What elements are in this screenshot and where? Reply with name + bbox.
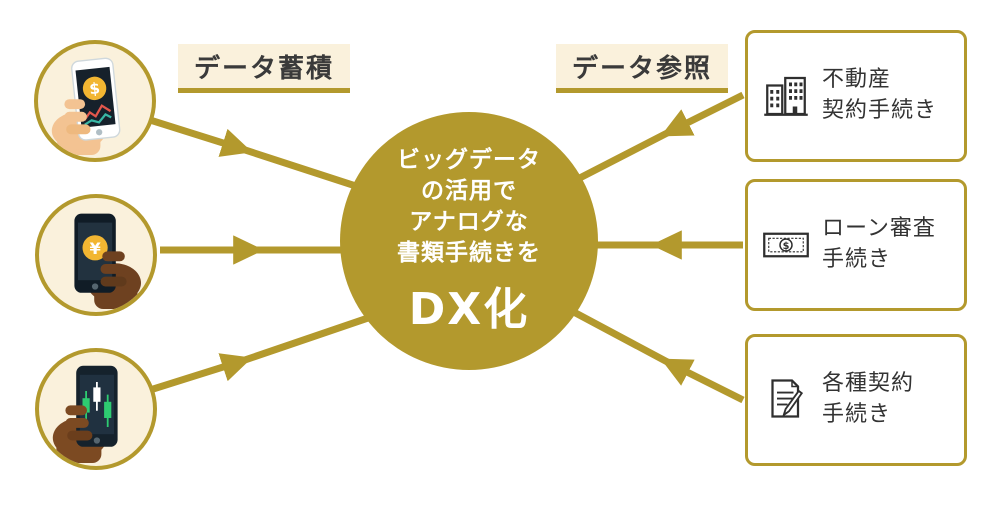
contract-pen-icon — [771, 379, 804, 418]
source-phone-yen: ¥ — [35, 194, 157, 316]
center-text-line: アナログな — [409, 209, 529, 235]
target-contracts-box: 各種契約 手続き — [745, 334, 967, 466]
center-text-line: 書類手続きを — [397, 240, 541, 267]
center-dx-circle: ビッグデータ の活用で アナログな 書類手続きを DX化 — [340, 112, 598, 370]
target-text-line: 各種契約 — [822, 371, 915, 397]
target-text-line: ローン審査 — [822, 216, 936, 242]
target-text-line: 契約手続き — [822, 98, 938, 123]
svg-text:¥: ¥ — [89, 239, 101, 258]
target-text-line: 不動産 — [822, 67, 892, 93]
target-real-estate-box: 不動産 契約手続き — [745, 30, 967, 162]
data-accumulation-label: データ蓄積 — [178, 44, 351, 93]
data-reference-label: データ参照 — [556, 44, 729, 93]
phone-candlestick-icon — [52, 365, 118, 463]
arrow-source-1 — [148, 116, 370, 194]
target-box-text: ローン審査 手続き — [822, 214, 936, 276]
arrow-target-3 — [568, 306, 745, 404]
center-text-line: ビッグデータ — [397, 146, 541, 173]
arrow-target-1 — [568, 91, 745, 187]
target-box-text: 不動産 契約手続き — [822, 65, 937, 127]
phone-dollar-chart-icon: $ — [51, 57, 121, 155]
svg-text:$: $ — [783, 241, 790, 252]
center-text-line: の活用で — [421, 177, 517, 204]
target-box-text: 各種契約 手続き — [822, 369, 914, 431]
phone-yen-icon: ¥ — [74, 213, 141, 309]
source-phone-candlestick — [35, 348, 157, 470]
target-loan-box: $ ローン審査 手続き — [745, 179, 967, 311]
target-text-line: 手続き — [822, 247, 892, 272]
center-dx-text: DX化 — [408, 284, 530, 336]
arrow-source-3 — [148, 314, 370, 394]
svg-text:$: $ — [88, 79, 100, 98]
banknote-icon: $ — [763, 232, 809, 258]
target-text-line: 手続き — [822, 402, 892, 427]
building-icon — [764, 76, 808, 116]
source-phone-dollar: $ — [34, 40, 156, 162]
